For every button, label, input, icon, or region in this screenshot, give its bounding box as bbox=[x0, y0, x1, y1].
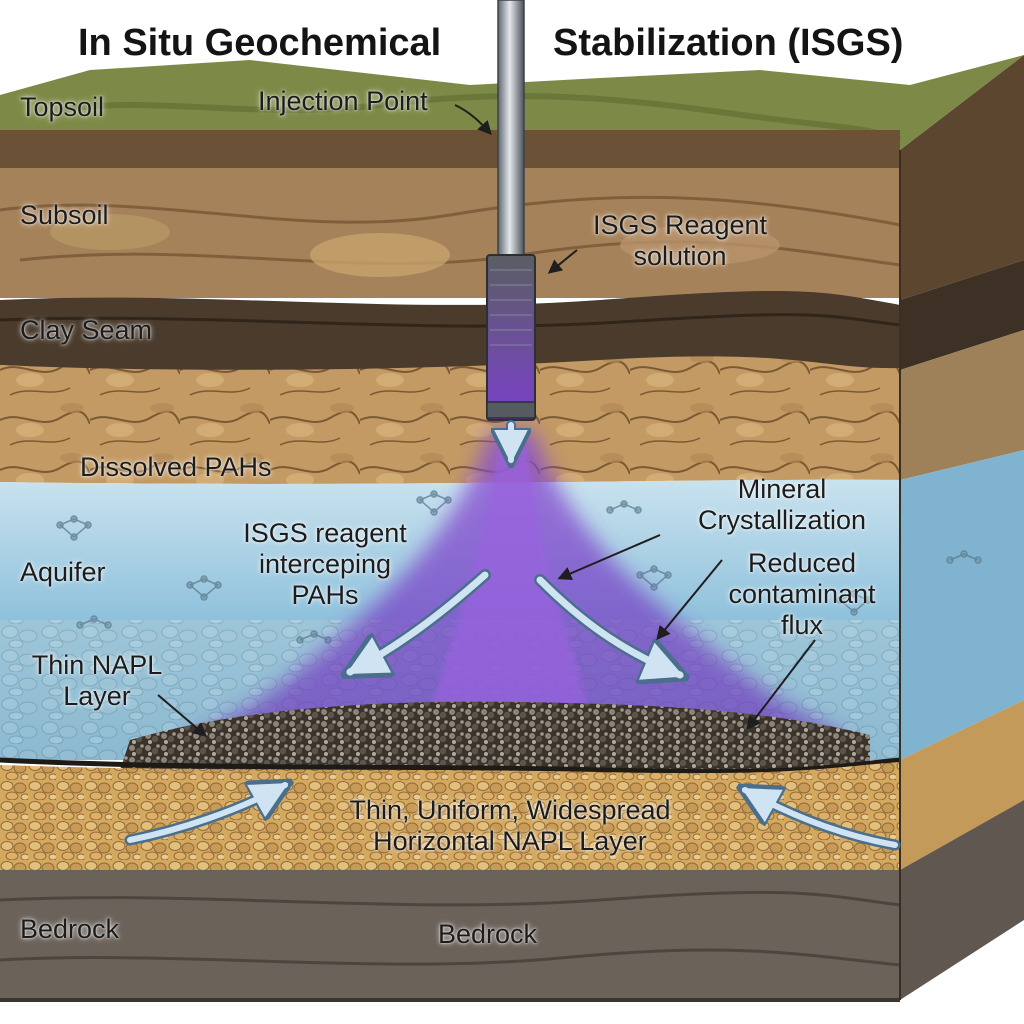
flow-arrows bbox=[124, 420, 901, 851]
leader-thin-napl bbox=[157, 694, 208, 737]
clay-seam-layer bbox=[0, 290, 900, 378]
label-reduced-flux: Reduced contaminant flux bbox=[728, 548, 876, 641]
label-intercepting-pahs: ISGS reagent interceping PAHs bbox=[243, 518, 407, 611]
block-side-face bbox=[900, 55, 1024, 1000]
label-thin-napl: Thin NAPL Layer bbox=[31, 650, 163, 712]
label-napl-layer: Thin, Uniform, Widespread Horizontal NAP… bbox=[349, 795, 671, 857]
label-topsoil: Topsoil bbox=[20, 92, 105, 122]
title-right: Stabilization (ISGS) bbox=[553, 22, 904, 64]
leader-reduced-flux bbox=[656, 559, 723, 641]
leader-lines bbox=[157, 104, 816, 737]
sandstone-layer bbox=[0, 356, 900, 484]
label-injection-point: Injection Point bbox=[258, 86, 428, 116]
leader-reduced-flux-napl bbox=[746, 639, 816, 731]
label-aquifer: Aquifer bbox=[20, 557, 106, 587]
label-bedrock-left: Bedrock bbox=[20, 914, 120, 944]
leader-reagent-solution bbox=[547, 249, 578, 274]
injection-well bbox=[486, 0, 536, 421]
pah-molecules bbox=[56, 490, 982, 644]
leader-injection-point bbox=[454, 104, 492, 136]
gravel-layer bbox=[0, 762, 900, 872]
label-mineral-crystallization: Mineral Crystallization bbox=[697, 474, 867, 536]
topsoil-layer bbox=[0, 130, 900, 170]
label-subsoil: Subsoil bbox=[20, 200, 109, 230]
label-dissolved-pahs: Dissolved PAHs bbox=[80, 452, 272, 482]
label-reagent-solution: ISGS Reagent solution bbox=[592, 210, 768, 272]
title-left: In Situ Geochemical bbox=[78, 22, 442, 64]
label-clay-seam: Clay Seam bbox=[20, 315, 153, 345]
napl-layer bbox=[120, 701, 870, 770]
leader-crystallization bbox=[557, 534, 661, 581]
label-bedrock-center: Bedrock bbox=[438, 919, 538, 949]
